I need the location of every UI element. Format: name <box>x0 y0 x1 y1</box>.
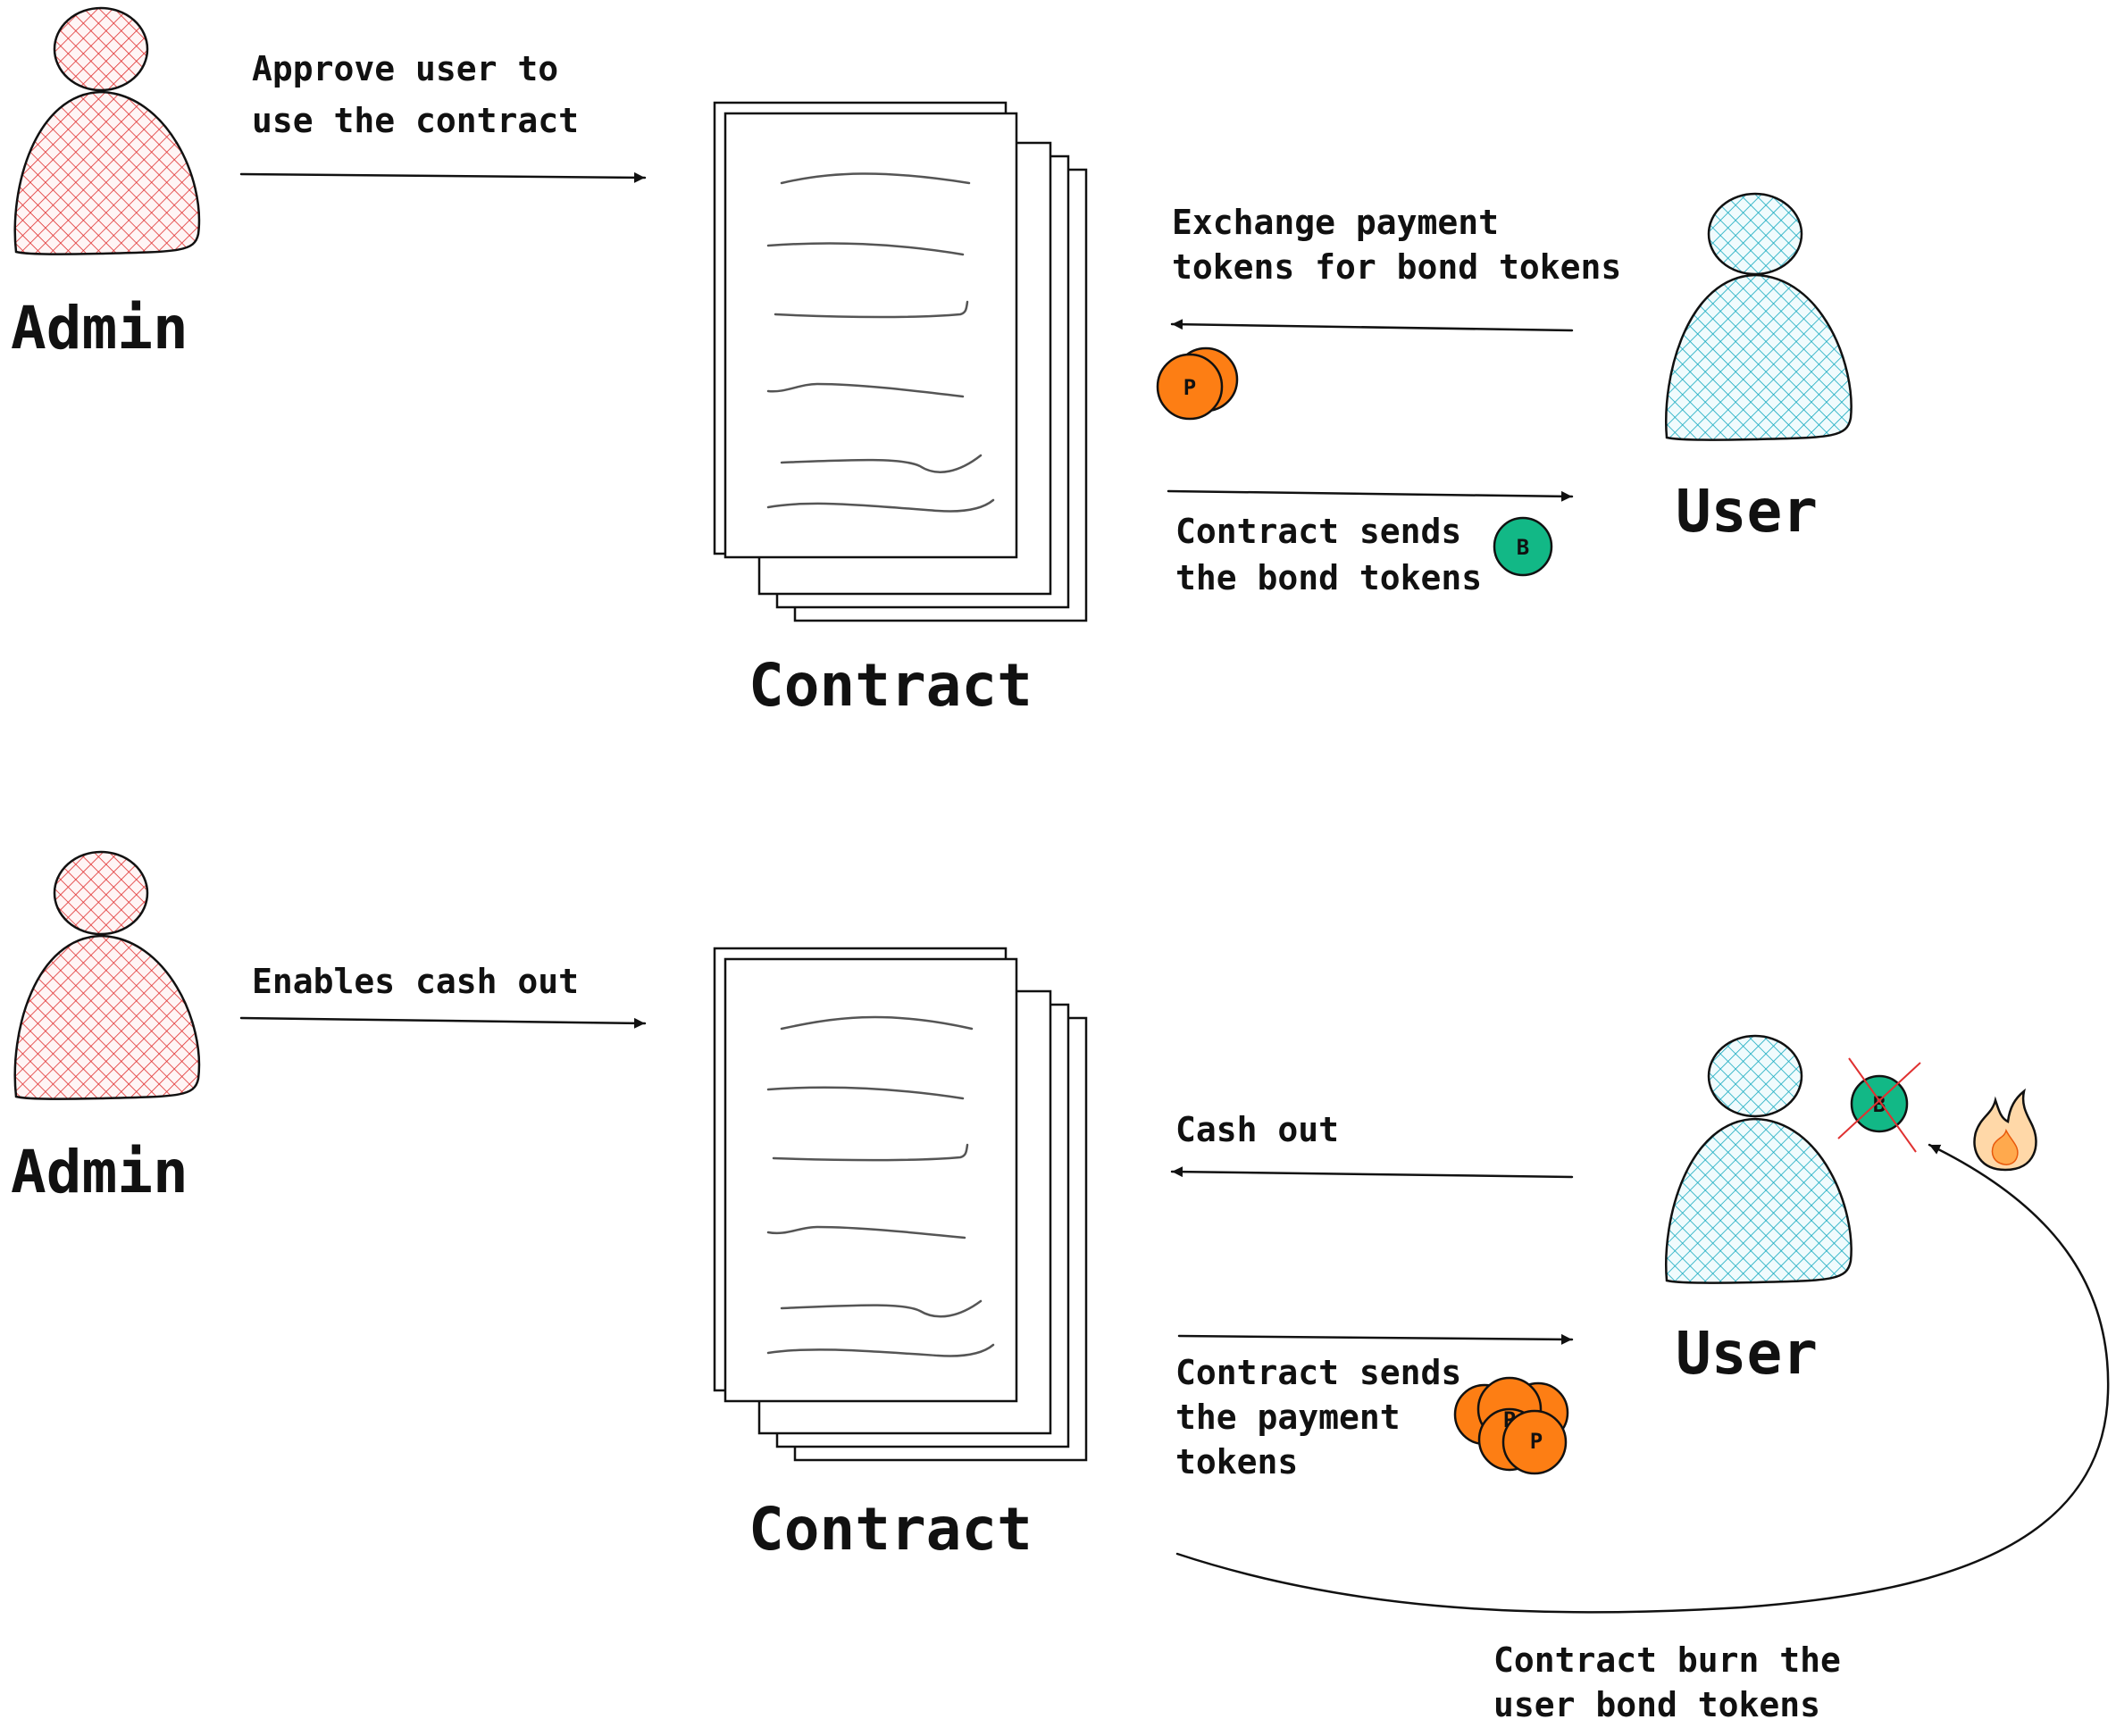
sends-line3: tokens <box>1175 1442 1298 1481</box>
payment-coin-letter: P <box>1530 1429 1543 1454</box>
admin-label: Admin <box>11 1138 188 1206</box>
burn-arrow <box>1175 1143 2110 1614</box>
user-label: User <box>1676 477 1818 546</box>
contract-sends-arrow <box>1177 1333 1574 1345</box>
payment-coin-pile-icon: P P <box>1453 1376 1569 1475</box>
sends-line2: the bond tokens <box>1175 558 1482 597</box>
bond-coin-icon: B <box>1493 516 1553 577</box>
exchange-line2: tokens for bond tokens <box>1172 247 1621 287</box>
admin-action-line2: use the contract <box>252 101 579 140</box>
contract-label: Contract <box>749 651 1033 720</box>
cash-out-arrow <box>1170 1166 1574 1179</box>
fire-icon <box>1973 1088 2037 1172</box>
user-person-icon <box>1665 192 1853 441</box>
sends-line1: Contract sends <box>1175 1353 1461 1392</box>
contract-sends-arrow <box>1167 489 1574 502</box>
admin-action-line1: Enables cash out <box>252 962 579 1001</box>
sends-line2: the payment <box>1175 1398 1401 1437</box>
contract-label: Contract <box>749 1495 1033 1564</box>
contract-document-stack-icon <box>713 947 1088 1462</box>
user-person-icon <box>1665 1034 1853 1284</box>
burn-line2: user bond tokens <box>1493 1685 1820 1724</box>
contract-document-stack-icon <box>713 101 1088 622</box>
cash-out-label: Cash out <box>1175 1110 1339 1149</box>
admin-to-contract-arrow <box>239 171 647 183</box>
sends-line1: Contract sends <box>1175 512 1461 551</box>
payment-coin-letter: P <box>1503 1407 1516 1432</box>
admin-person-icon <box>13 6 201 255</box>
admin-person-icon <box>13 850 201 1100</box>
burn-line1: Contract burn the <box>1493 1640 1841 1680</box>
user-label: User <box>1676 1319 1818 1388</box>
burned-bond-coin-icon: B <box>1837 1057 1921 1153</box>
admin-label: Admin <box>11 294 188 363</box>
payment-coin-letter: P <box>1183 375 1196 400</box>
exchange-arrow <box>1170 319 1574 332</box>
admin-action-line1: Approve user to <box>252 49 558 88</box>
payment-coin-icon: P <box>1156 346 1239 421</box>
exchange-line1: Exchange payment <box>1172 203 1499 242</box>
bond-coin-letter: B <box>1517 535 1529 560</box>
admin-to-contract-arrow <box>239 1016 647 1029</box>
